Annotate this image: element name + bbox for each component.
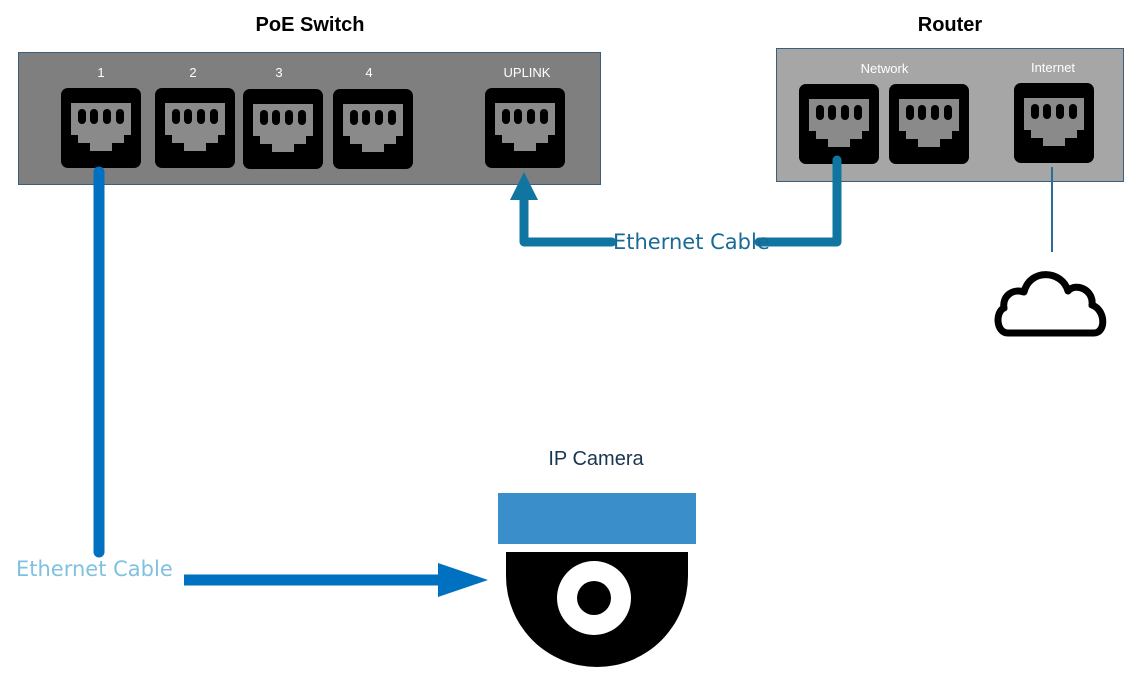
port-label-4: 4 [365,65,373,80]
switch-port-2[interactable] [155,88,235,168]
switch-title: PoE Switch [255,14,365,36]
router-title: Router [917,14,983,36]
cloud-icon [994,271,1107,337]
arrow-head-to-camera [438,563,488,597]
router-network-port-2[interactable] [889,84,969,164]
cable-router-to-uplink [519,155,842,247]
camera-lens [577,581,611,615]
switch-port-1[interactable] [61,88,141,168]
cable-label-camera: Ethernet Cable [16,557,173,581]
switch-port-4[interactable] [333,89,413,169]
camera-mount [498,493,696,544]
port-label-2: 2 [189,65,197,80]
arrow-head-to-uplink [510,172,538,200]
port-label-1: 1 [97,65,105,80]
network-label: Network [860,61,909,76]
camera-title: IP Camera [548,448,644,470]
switch-port-3[interactable] [243,89,323,169]
switch-uplink-port[interactable] [485,88,565,168]
internet-label: Internet [1030,60,1076,75]
cable-label-uplink: Ethernet Cable [613,230,770,254]
uplink-label: UPLINK [503,65,551,80]
router-network-port-1[interactable] [799,84,879,164]
port-label-3: 3 [275,65,283,80]
router-internet-port[interactable] [1014,83,1094,163]
poe-switch: 1 2 3 4 UPLINK [18,52,601,185]
